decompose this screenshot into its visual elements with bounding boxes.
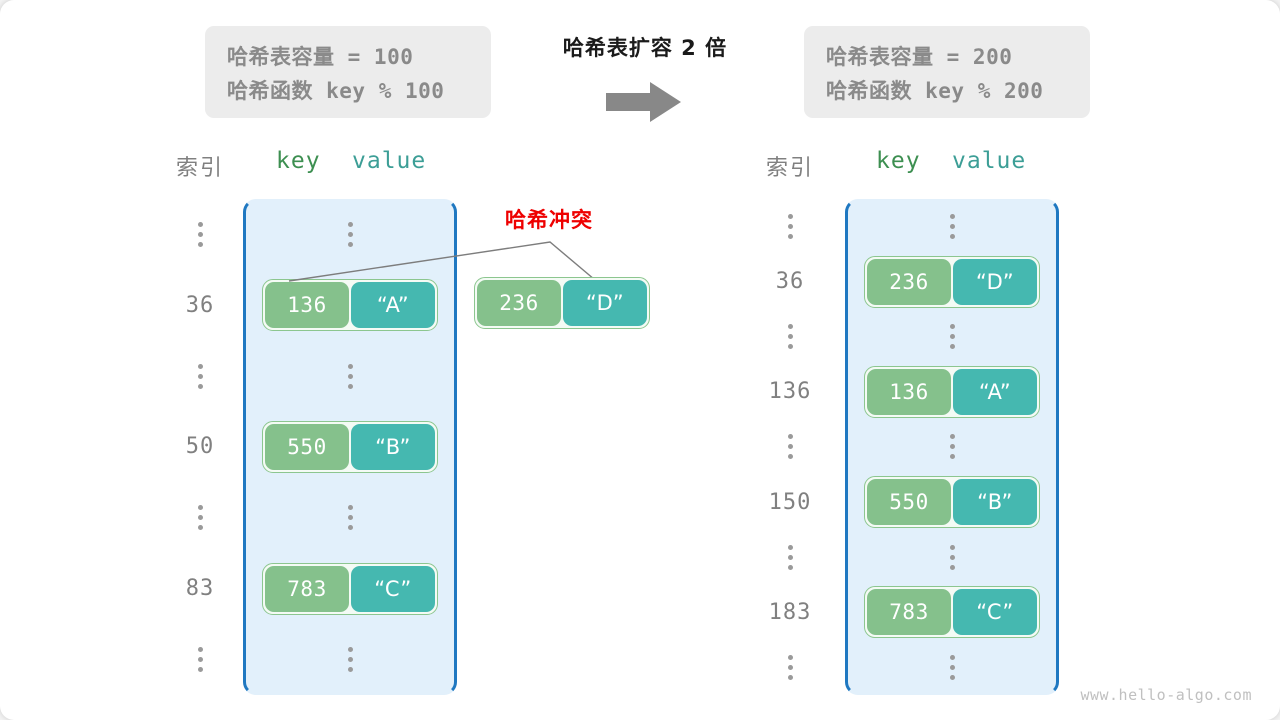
collision-pair-value: “D”	[563, 280, 647, 326]
pair-key: 550	[265, 423, 349, 470]
table-row	[243, 624, 457, 695]
row-ellipsis-icon	[347, 482, 353, 553]
index-cell	[745, 199, 835, 254]
index-cell	[745, 530, 835, 585]
info-box-before: 哈希表容量 = 100 哈希函数 key % 100	[205, 26, 491, 118]
index-ellipsis-icon	[787, 199, 793, 254]
pair-value: “C”	[351, 565, 435, 612]
collision-pair-key: 236	[477, 280, 561, 326]
index-ellipsis-icon	[787, 309, 793, 364]
pair-key: 550	[867, 479, 951, 526]
index-ellipsis-icon	[197, 341, 203, 412]
table-row	[845, 199, 1059, 254]
pair-key: 136	[265, 282, 349, 329]
left-header-value: value	[352, 148, 427, 174]
table-row	[243, 341, 457, 412]
row-ellipsis-icon	[347, 341, 353, 412]
table-row	[845, 419, 1059, 474]
pair-value: “B”	[351, 423, 435, 470]
key-value-pair: 550“B”	[864, 476, 1040, 529]
info-left-function-expr: key % 100	[313, 79, 445, 103]
pair-key: 783	[867, 589, 951, 636]
index-cell	[155, 199, 245, 270]
left-header-index: 索引	[175, 156, 224, 181]
row-ellipsis-icon	[347, 199, 353, 270]
index-ellipsis-icon	[787, 419, 793, 474]
pair-key: 236	[867, 258, 951, 305]
right-arrow-icon	[606, 82, 681, 122]
left-header-key: key	[276, 148, 321, 174]
resize-title: 哈希表扩容 2 倍	[562, 36, 728, 60]
table-row	[845, 309, 1059, 364]
index-cell	[745, 309, 835, 364]
info-left-capacity-expr: = 100	[334, 45, 414, 69]
key-value-pair: 136“A”	[864, 365, 1040, 418]
key-value-pair: 783“C”	[864, 586, 1040, 639]
index-cell	[155, 482, 245, 553]
info-left-capacity: 哈希表容量 = 100	[227, 40, 469, 74]
table-row: 236“D”	[845, 254, 1059, 309]
table-row: 783“C”	[243, 553, 457, 624]
row-ellipsis-icon	[949, 640, 955, 695]
index-cell: 150	[768, 489, 812, 515]
right-header-index: 索引	[765, 156, 814, 181]
pair-value: “A”	[351, 282, 435, 329]
row-ellipsis-icon	[949, 419, 955, 474]
collision-pair: 236 “D”	[474, 277, 650, 329]
info-left-function-label: 哈希函数	[227, 79, 313, 103]
index-ellipsis-icon	[787, 640, 793, 695]
index-cell: 83	[185, 576, 215, 602]
index-cell	[745, 640, 835, 695]
index-ellipsis-icon	[197, 482, 203, 553]
table-row: 550“B”	[243, 412, 457, 483]
index-cell	[155, 341, 245, 412]
info-right-capacity: 哈希表容量 = 200	[826, 40, 1068, 74]
pair-value: “D”	[953, 258, 1037, 305]
table-row	[845, 640, 1059, 695]
table-row	[243, 482, 457, 553]
index-cell: 36	[775, 269, 805, 295]
pair-key: 783	[265, 565, 349, 612]
row-ellipsis-icon	[949, 309, 955, 364]
index-ellipsis-icon	[197, 199, 203, 270]
info-left-function: 哈希函数 key % 100	[227, 74, 469, 108]
key-value-pair: 550“B”	[262, 420, 438, 473]
right-header-key: key	[876, 148, 921, 174]
table-row	[845, 530, 1059, 585]
index-ellipsis-icon	[787, 530, 793, 585]
index-ellipsis-icon	[197, 624, 203, 695]
row-ellipsis-icon	[949, 199, 955, 254]
watermark: www.hello-algo.com	[1080, 686, 1252, 704]
table-row: 550“B”	[845, 475, 1059, 530]
info-box-after: 哈希表容量 = 200 哈希函数 key % 200	[804, 26, 1090, 118]
row-ellipsis-icon	[347, 624, 353, 695]
info-right-capacity-label: 哈希表容量	[826, 45, 934, 69]
index-cell: 183	[768, 599, 812, 625]
pair-value: “A”	[953, 368, 1037, 415]
index-cell: 136	[768, 379, 812, 405]
info-right-function-expr: key % 200	[912, 79, 1044, 103]
table-row	[243, 199, 457, 270]
info-left-capacity-label: 哈希表容量	[227, 45, 335, 69]
index-cell	[745, 419, 835, 474]
table-row: 136“A”	[243, 270, 457, 341]
index-cell: 50	[185, 434, 215, 460]
row-ellipsis-icon	[949, 530, 955, 585]
key-value-pair: 136“A”	[262, 279, 438, 332]
collision-label: 哈希冲突	[505, 208, 593, 232]
pair-value: “B”	[953, 479, 1037, 526]
index-cell: 36	[185, 292, 215, 318]
pair-key: 136	[867, 368, 951, 415]
info-right-function: 哈希函数 key % 200	[826, 74, 1068, 108]
info-right-capacity-expr: = 200	[933, 45, 1013, 69]
info-right-function-label: 哈希函数	[826, 79, 912, 103]
table-row: 783“C”	[845, 585, 1059, 640]
key-value-pair: 783“C”	[262, 562, 438, 615]
right-header-value: value	[952, 148, 1027, 174]
table-row: 136“A”	[845, 364, 1059, 419]
key-value-pair: 236“D”	[864, 255, 1040, 308]
pair-value: “C”	[953, 589, 1037, 636]
index-cell	[155, 624, 245, 695]
